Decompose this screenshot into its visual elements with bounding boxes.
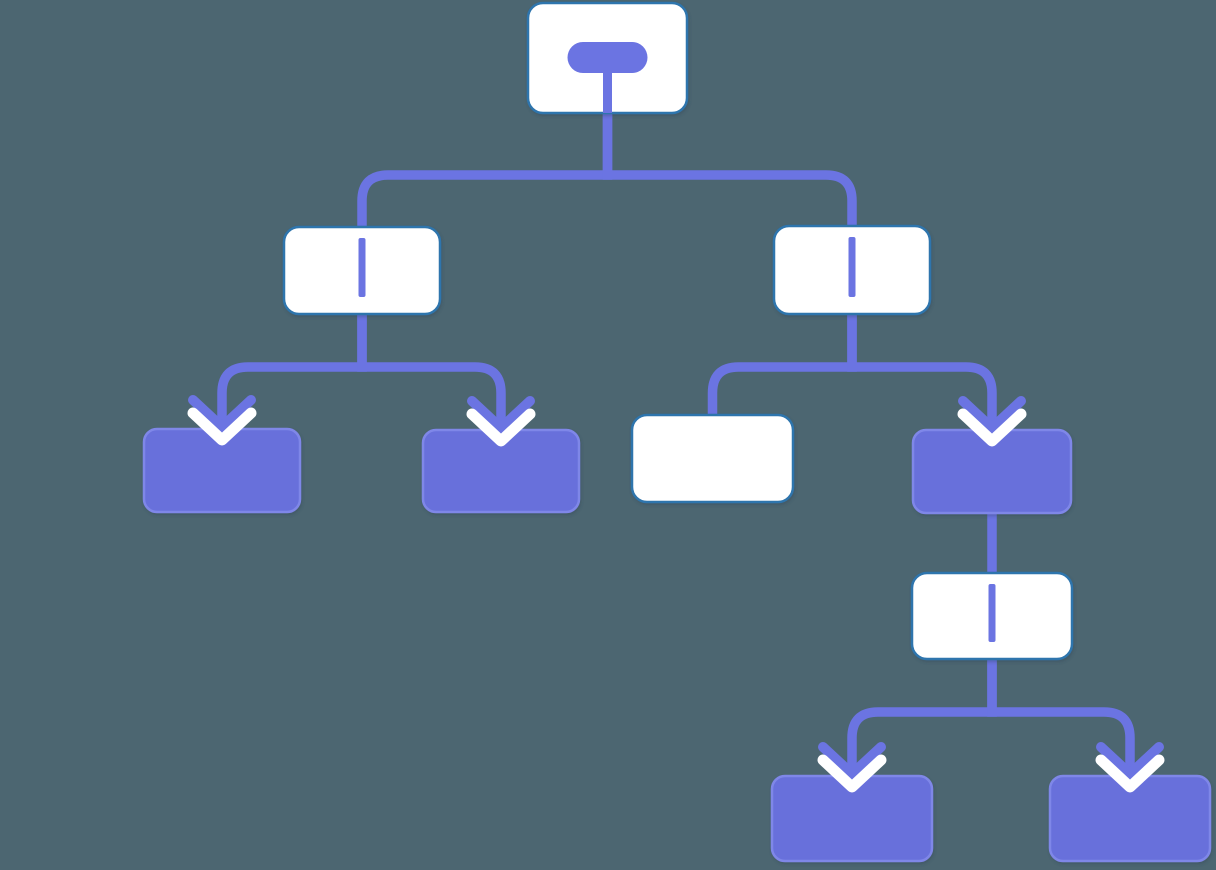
node-branch-left[interactable] xyxy=(282,225,442,316)
drop-arrow-highlight-icon xyxy=(1095,754,1165,793)
drop-arrow-highlight-icon xyxy=(466,408,536,447)
drop-arrow-highlight-icon xyxy=(957,408,1027,447)
drop-arrow-chevron-icon xyxy=(958,396,1026,433)
drop-arrow-highlight-icon xyxy=(187,407,257,446)
connector-edge-root-to-branch-right xyxy=(602,106,857,235)
drop-arrow-chevron-icon xyxy=(467,396,535,433)
connector-edge-branch-left-to-leaf-1 xyxy=(217,307,367,422)
pill-placeholder-icon xyxy=(567,42,648,73)
drop-arrow-chevron-icon xyxy=(818,742,886,779)
connector-edge-sub-parent-to-leaf-4 xyxy=(987,652,1135,769)
connector-layer xyxy=(217,106,1135,769)
connector-edge-root-to-branch-left xyxy=(357,106,613,236)
connector-edge-branch-left-to-leaf-2 xyxy=(357,307,506,423)
arrow-layer xyxy=(187,395,1165,793)
connector-edge-branch-right-to-child-white xyxy=(707,307,857,424)
pill-stem-icon xyxy=(603,70,612,113)
text-cursor-icon xyxy=(988,584,996,642)
text-cursor-icon xyxy=(358,238,366,297)
node-sub-parent[interactable] xyxy=(910,571,1074,661)
connector-edge-branch-right-to-child-purple xyxy=(847,307,997,423)
text-cursor-icon xyxy=(848,237,856,297)
node-child-white[interactable] xyxy=(630,413,795,504)
drop-arrow-highlight-icon xyxy=(817,754,887,793)
drop-arrow-chevron-icon xyxy=(1096,742,1164,779)
node-root[interactable] xyxy=(526,1,689,115)
node-branch-right[interactable] xyxy=(772,224,932,316)
connector-edge-sub-parent-to-leaf-3 xyxy=(847,652,997,769)
drop-arrow-chevron-icon xyxy=(188,395,256,432)
node-child-white-box[interactable] xyxy=(630,413,795,504)
node-layer xyxy=(142,1,1212,863)
